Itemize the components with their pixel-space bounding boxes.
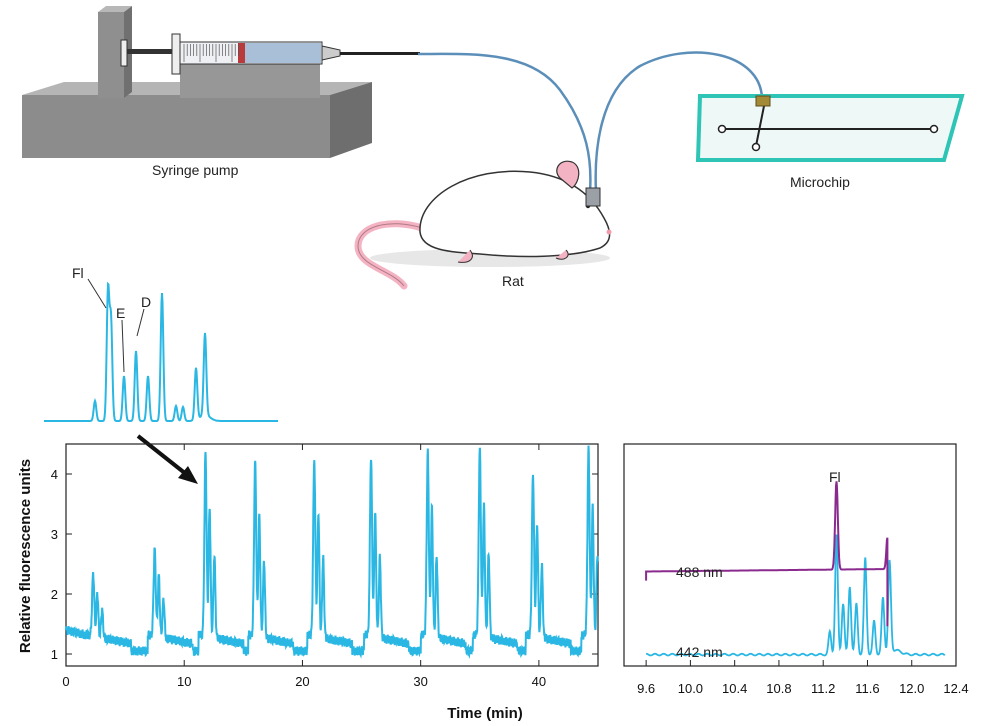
chip-sample-channel: [755, 105, 765, 147]
right-x-tick-label: 9.6: [637, 681, 655, 696]
chip-inlet-connector: [755, 95, 771, 107]
rat-body: [419, 170, 611, 258]
series-442nm-line: [646, 534, 946, 657]
microchip-label: Microchip: [790, 174, 850, 190]
main-series-line: [65, 445, 599, 659]
right-chart-ticks: 9.6 10.0 10.4 10.8 11.2 11.6 12.0 12.4: [637, 660, 969, 696]
rat-ear-icon: [556, 160, 580, 189]
right-x-tick-label: 12.4: [943, 681, 968, 696]
plunger-flange: [171, 33, 181, 75]
main-y-tick-label: 1: [51, 647, 58, 662]
right-x-tick-label: 10.0: [678, 681, 703, 696]
pump-upright-left: [98, 12, 124, 98]
right-x-tick-label: 10.4: [722, 681, 747, 696]
syringe-piston: [238, 43, 245, 63]
chip-reservoir-right: [929, 124, 939, 134]
main-x-axis-title: Time (min): [447, 705, 523, 722]
microchip-illustration: [695, 94, 965, 162]
pump-base-side: [330, 82, 372, 158]
pump-base-front: [22, 95, 330, 158]
main-chart: 0 10 20 30 40 1 2 3 4 Time (min) Relative fluore…: [17, 443, 599, 722]
rat-hind-paw-icon: [457, 249, 473, 263]
rat-illustration: [354, 160, 612, 290]
main-y-tick-label: 3: [51, 527, 58, 542]
peak-label-leader-e: [121, 319, 125, 373]
peak-label-e: E: [116, 305, 125, 321]
main-chart-frame: [65, 443, 599, 667]
main-x-tick-label: 10: [177, 674, 191, 689]
rat-probe-connector: [585, 187, 601, 207]
series-488nm-line: [645, 481, 889, 627]
syringe-needle: [340, 52, 420, 55]
rat-nose-icon: [606, 229, 612, 235]
right-peak-annotation-fl: Fl: [829, 469, 841, 485]
right-x-tick-label: 11.2: [811, 681, 835, 696]
peak-label-leader-d: [136, 308, 145, 337]
inset-chromatogram: Fl E D: [44, 265, 278, 484]
inset-electropherogram-trace: [44, 281, 278, 422]
right-chart: 9.6 10.0 10.4 10.8 11.2 11.6 12.0 12.4 488 nm 4…: [623, 443, 969, 696]
plunger-stop: [120, 39, 128, 67]
main-y-tick-label: 4: [51, 467, 58, 482]
series-488nm-label: 488 nm: [676, 564, 723, 580]
syringe-hub: [321, 45, 341, 61]
syringe-pump-illustration: [22, 6, 420, 158]
chip-reservoir-left: [717, 124, 727, 134]
rat-tail-outline: [357, 223, 423, 287]
main-x-tick-label: 20: [295, 674, 309, 689]
plunger-rod: [124, 49, 180, 54]
syringe-fluid: [244, 43, 321, 63]
tubing-pump-to-rat: [417, 52, 592, 193]
right-x-tick-label: 11.6: [855, 681, 879, 696]
syringe-pump-label: Syringe pump: [152, 162, 239, 178]
peak-label-d: D: [141, 294, 151, 310]
rat-front-paw-icon: [555, 249, 569, 260]
right-x-tick-label: 10.8: [766, 681, 791, 696]
syringe-graduations: [183, 44, 239, 62]
main-y-tick-label: 2: [51, 587, 58, 602]
rat-label: Rat: [502, 273, 524, 289]
zoom-arrow-shaft: [136, 434, 188, 476]
main-x-tick-label: 40: [532, 674, 546, 689]
main-x-tick-label: 0: [62, 674, 69, 689]
tubing-rat-to-chip: [594, 51, 764, 193]
main-y-axis-title: Relative fluorescence units: [17, 459, 34, 653]
peak-label-fl: Fl: [72, 265, 84, 281]
peak-label-leader-fl: [87, 278, 107, 309]
pump-upright-left-top: [98, 6, 132, 12]
pump-carriage: [180, 62, 320, 98]
zoom-arrow-head-icon: [178, 466, 198, 484]
main-chart-ticks: 0 10 20 30 40 1 2 3 4: [51, 444, 598, 689]
chip-reservoir-bottom: [751, 142, 761, 152]
right-x-tick-label: 12.0: [899, 681, 924, 696]
right-chart-frame: [623, 443, 957, 667]
series-442nm-label: 442 nm: [676, 644, 723, 660]
main-x-tick-label: 30: [413, 674, 427, 689]
